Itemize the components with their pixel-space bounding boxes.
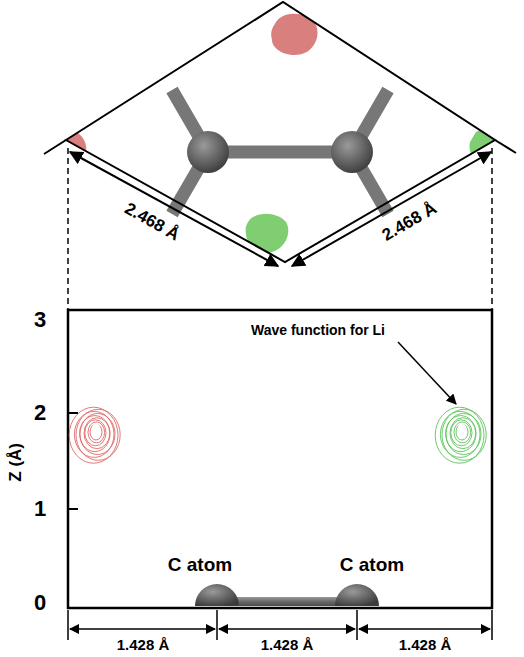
axis-tick-label: 3 xyxy=(34,308,46,332)
contour-ring xyxy=(85,420,106,446)
axis-tick-label: 1 xyxy=(34,497,46,521)
carbon-atom xyxy=(331,131,373,173)
contour-ring xyxy=(456,424,468,440)
unit-cell xyxy=(66,2,495,262)
li-contour-red xyxy=(69,407,120,463)
li-density xyxy=(48,14,506,253)
callout-label: Wave function for Li xyxy=(251,323,385,338)
carbon-atom xyxy=(335,584,379,606)
axis-title: Z (Å) xyxy=(7,443,26,482)
contour-core xyxy=(92,423,100,433)
dimension-label: 1.428 Å xyxy=(117,637,170,654)
side-view-frame xyxy=(68,310,492,608)
dimension-label: 1.428 Å xyxy=(261,637,314,654)
contour-ring xyxy=(88,422,105,443)
axis-tick-label: 0 xyxy=(34,591,46,615)
dimension-ticks xyxy=(68,610,492,640)
contour-ring xyxy=(454,422,471,443)
dimension-line xyxy=(292,152,491,266)
contour-ring xyxy=(90,424,102,440)
contour-ring xyxy=(451,420,472,446)
li-blob-green xyxy=(246,214,289,253)
atom-label: C atom xyxy=(168,555,232,576)
contour-ring xyxy=(84,418,110,449)
contour-ring xyxy=(435,407,484,463)
dimension-line xyxy=(70,152,278,266)
contour-ring xyxy=(76,409,120,460)
cell-edge xyxy=(495,140,516,153)
carbon-atom xyxy=(195,584,239,606)
bond xyxy=(208,146,352,159)
axis-tick-label: 2 xyxy=(34,401,46,425)
contour-ring xyxy=(69,407,118,463)
dimension-label: 1.428 Å xyxy=(399,637,452,654)
contour-ring xyxy=(442,409,486,460)
projection-line xyxy=(67,148,69,310)
li-contour-green xyxy=(435,407,486,463)
leader-line xyxy=(398,342,456,404)
dimension-line xyxy=(70,628,490,630)
contour-core xyxy=(458,423,466,433)
atom-label: C atom xyxy=(340,555,404,576)
carbon-atom xyxy=(187,131,229,173)
cell-edge xyxy=(44,140,66,154)
bonds xyxy=(172,90,388,214)
projection-line xyxy=(491,148,493,310)
contour-ring xyxy=(450,418,476,449)
